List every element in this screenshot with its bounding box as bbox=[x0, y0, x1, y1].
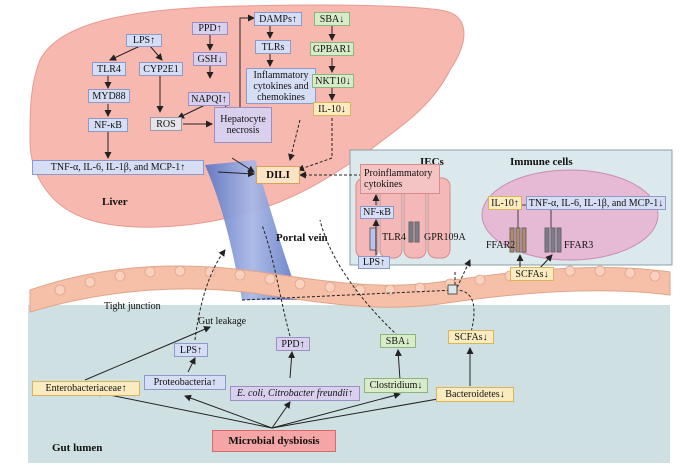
microbial-dysbiosis: Microbial dysbiosis bbox=[212, 430, 336, 452]
inset-lps: LPS↑ bbox=[358, 256, 390, 269]
liver-inflammatory-cytokines: Inflammatory cytokines and chemokines bbox=[246, 68, 316, 104]
gut-enterobacteriaceae: Enterobacteriaceae↑ bbox=[32, 381, 140, 396]
liver-il10: IL-10↓ bbox=[313, 102, 351, 116]
inset-proinflammatory-cytokines: Proinflammatory cytokines bbox=[360, 164, 440, 194]
liver-damps: DAMPs↑ bbox=[254, 12, 302, 26]
liver-ros: ROS bbox=[150, 117, 182, 131]
epithelium-cells bbox=[54, 265, 661, 296]
label-immune-cells: Immune cells bbox=[510, 156, 573, 168]
liver-hepatocyte-necrosis: Hepatocyte necrosis bbox=[214, 107, 272, 143]
gut-leakage: Gut leakage bbox=[198, 316, 247, 327]
liver-gsh: GSH↓ bbox=[193, 52, 227, 66]
liver-tnf-il6: TNF-α, IL-6, IL-1β, and MCP-1↑ bbox=[32, 160, 204, 175]
liver-tlrs: TLRs bbox=[255, 40, 291, 54]
liver-nkt10: NKT10↓ bbox=[312, 74, 354, 88]
dili-box: DILI bbox=[256, 166, 300, 184]
liver-nfkb: NF-κB bbox=[88, 118, 128, 132]
gut-proteobacteria: Proteobacteria↑ bbox=[144, 375, 226, 390]
gut-ppd: PPD↑ bbox=[276, 337, 310, 351]
liver-sba: SBA↓ bbox=[314, 12, 350, 26]
liver-gpbar1: GPBAR1 bbox=[310, 42, 354, 56]
inset-ffar2: FFAR2 bbox=[486, 240, 516, 251]
gut-lps: LPS↑ bbox=[174, 343, 208, 357]
label-tight-junction: Tight junction bbox=[104, 301, 161, 312]
inset-nfkb: NF-κB bbox=[360, 206, 394, 219]
inset-gpr109a: GPR109A bbox=[424, 232, 466, 243]
liver-myd88: MYD88 bbox=[88, 89, 130, 103]
inset-tnf-il6: TNF-α, IL-6, IL-1β, and MCP-1↓ bbox=[526, 196, 666, 210]
liver-ppd: PPD↑ bbox=[192, 22, 228, 35]
liver-napqi: NAPQI↑ bbox=[188, 92, 230, 106]
receptors bbox=[369, 221, 562, 253]
gut-clostridium: Clostridium↓ bbox=[364, 378, 428, 393]
inset-il10: IL-10↑ bbox=[488, 196, 522, 210]
gut-arrows bbox=[84, 326, 474, 429]
gut-scfas: SCFAs↓ bbox=[448, 330, 494, 344]
liver-cyp2e1: CYP2E1 bbox=[139, 62, 183, 76]
label-portal-vein: Portal vein bbox=[276, 232, 328, 244]
label-liver: Liver bbox=[102, 196, 128, 208]
inset-arrows bbox=[372, 194, 553, 269]
portal-vein-shape bbox=[205, 160, 300, 300]
inset-scfas: SCFAs↓ bbox=[510, 267, 554, 281]
inset-ffar3: FFAR3 bbox=[564, 240, 594, 251]
gut-sba: SBA↓ bbox=[380, 334, 416, 348]
inset-tlr4: TLR4 bbox=[382, 232, 406, 243]
gut-dashed bbox=[194, 219, 475, 341]
liver-tlr4: TLR4 bbox=[92, 62, 126, 76]
inset-anchor-square bbox=[447, 284, 458, 295]
liver-lps: LPS↑ bbox=[126, 34, 162, 47]
label-gut-lumen: Gut lumen bbox=[52, 442, 103, 454]
liver-arrows bbox=[104, 14, 336, 178]
gut-bacteroidetes: Bacteroidetes↓ bbox=[436, 387, 514, 402]
gut-ecoli: E. coli, Citrobacter freundii↑ bbox=[230, 386, 360, 401]
